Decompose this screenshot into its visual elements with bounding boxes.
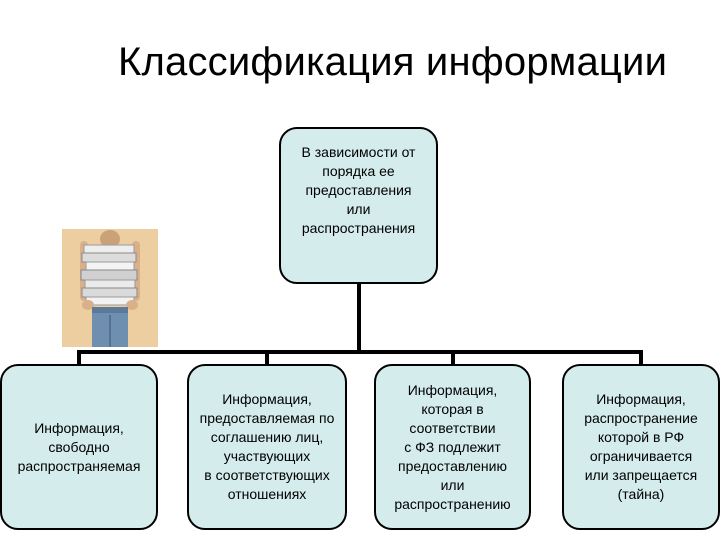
child-node-by-federal-law: Информация, которая в соответствии с ФЗ … (374, 364, 531, 530)
connector-root-down (357, 284, 361, 352)
connector-child-3 (451, 350, 455, 366)
child-node-freely-distributed: Информация, свободно распространяемая (0, 364, 158, 530)
child-node-by-agreement: Информация, предоставляемая по соглашени… (187, 364, 347, 530)
slide-title: Классификация информации (118, 40, 668, 84)
child-node-restricted-secret: Информация, распространение которой в РФ… (562, 364, 720, 530)
connector-child-1 (77, 350, 81, 366)
connector-horizontal-bar (77, 350, 643, 354)
connector-child-4 (639, 350, 643, 366)
connector-child-2 (265, 350, 269, 366)
person-carrying-books-photo (62, 229, 158, 347)
root-node: В зависимости от порядка ее предоставлен… (279, 127, 438, 284)
books-illustration-svg (62, 229, 158, 347)
